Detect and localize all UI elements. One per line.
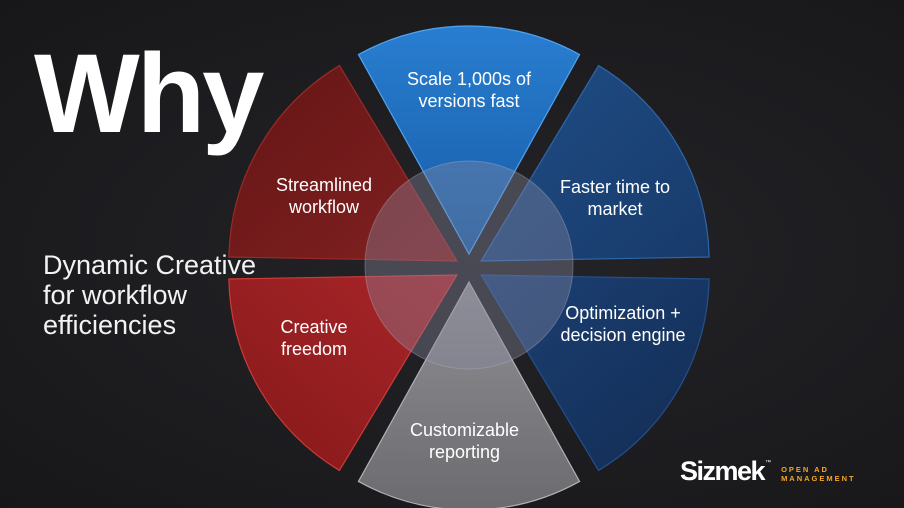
wheel-segment-optimization-decision-engine [480,274,710,472]
center-hub [364,160,574,370]
segment-label-creative-freedom: Creative freedom [280,317,348,359]
wheel-segment-scale-versions [357,25,581,256]
segment-label-faster-time-to-market: Faster time to market [559,177,671,219]
slide-title: Why [34,31,264,156]
slide-subtitle: Dynamic Creative for workflow efficienci… [43,250,257,340]
segment-label-customizable-reporting: Customizable reporting [409,420,520,462]
segment-label-scale-versions: Scale 1,000s of versions fast [406,69,532,111]
wheel-segment-streamlined-workflow [228,64,458,262]
segment-label-optimization-decision-engine: Optimization + decision engine [560,303,686,345]
sizmek-logo: Sizmek ™ OPEN AD MANAGEMENT [680,456,904,486]
brand-trademark: ™ [765,460,772,466]
brand-name: Sizmek [680,455,766,486]
wheel-segment-creative-freedom [228,274,458,472]
brand-tagline: OPEN AD MANAGEMENT [781,465,856,483]
segment-label-streamlined-workflow: Streamlined workflow [275,175,373,217]
wheel-segment-customizable-reporting [357,280,581,508]
wheel-segment-faster-time-to-market [480,64,710,262]
